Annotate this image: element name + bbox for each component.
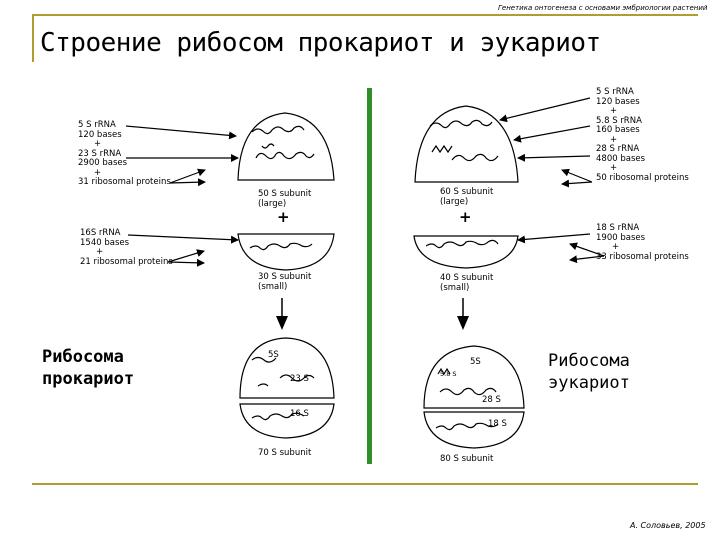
center-divider bbox=[367, 88, 372, 464]
footer-rule bbox=[32, 483, 698, 485]
prok-70s-ribosome bbox=[239, 337, 335, 399]
header-rule-left bbox=[32, 14, 34, 62]
prok-small-rna-list: 16S rRNA 1540 bases + 21 ribosomal prote… bbox=[80, 228, 173, 267]
author-credit: А. Соловьев, 2005 bbox=[630, 521, 706, 530]
euk-18s-label: 18 S bbox=[488, 419, 507, 429]
euk-80s-label: 80 S subunit bbox=[440, 454, 494, 464]
prok-assembly-arrow bbox=[276, 316, 288, 330]
page-title: Строение рибосом прокариот и эукариот bbox=[40, 28, 601, 58]
header-rule bbox=[32, 14, 698, 16]
prok-large-subunit bbox=[237, 112, 335, 181]
euk-large-subunit bbox=[414, 105, 519, 183]
euk-large-rna-list: 5 S rRNA 120 bases + 5.8 S rRNA 160 base… bbox=[596, 87, 689, 183]
prok-small-subunit-label: 30 S subunit (small) bbox=[258, 272, 312, 292]
prok-5s-label: 5S bbox=[268, 350, 279, 360]
euk-small-subunit bbox=[413, 235, 519, 269]
euk-large-subunit-label: 60 S subunit (large) bbox=[440, 187, 494, 207]
euk-5s-label: 5S bbox=[470, 357, 481, 367]
prok-large-rna-list: 5 S rRNA 120 bases + 23 S rRNA 2900 base… bbox=[78, 120, 171, 187]
euk-small-subunit-label: 40 S subunit (small) bbox=[440, 273, 494, 293]
euk-assembly-arrow bbox=[457, 316, 469, 330]
euk-28s-label: 28 S bbox=[482, 395, 501, 405]
eukaryote-caption: Рибосома эукариот bbox=[548, 351, 630, 393]
euk-plus: + bbox=[459, 208, 472, 226]
euk-small-rna-list: 18 S rRNA 1900 bases + 33 ribosomal prot… bbox=[596, 223, 689, 262]
prok-large-subunit-label: 50 S subunit (large) bbox=[258, 189, 312, 209]
euk-58s-label: 5.8 S bbox=[440, 370, 457, 378]
course-header: Генетика онтогенеза с основами эмбриолог… bbox=[498, 4, 708, 12]
prok-plus: + bbox=[277, 208, 290, 226]
prok-16s-label: 16 S bbox=[290, 409, 309, 419]
prok-70s-label: 70 S subunit bbox=[258, 448, 312, 458]
euk-80s-ribosome bbox=[423, 345, 525, 409]
prok-small-subunit bbox=[237, 233, 335, 271]
prok-23s-label: 23 S bbox=[290, 374, 309, 384]
prokaryote-caption: Рибосома прокариот bbox=[42, 347, 135, 389]
